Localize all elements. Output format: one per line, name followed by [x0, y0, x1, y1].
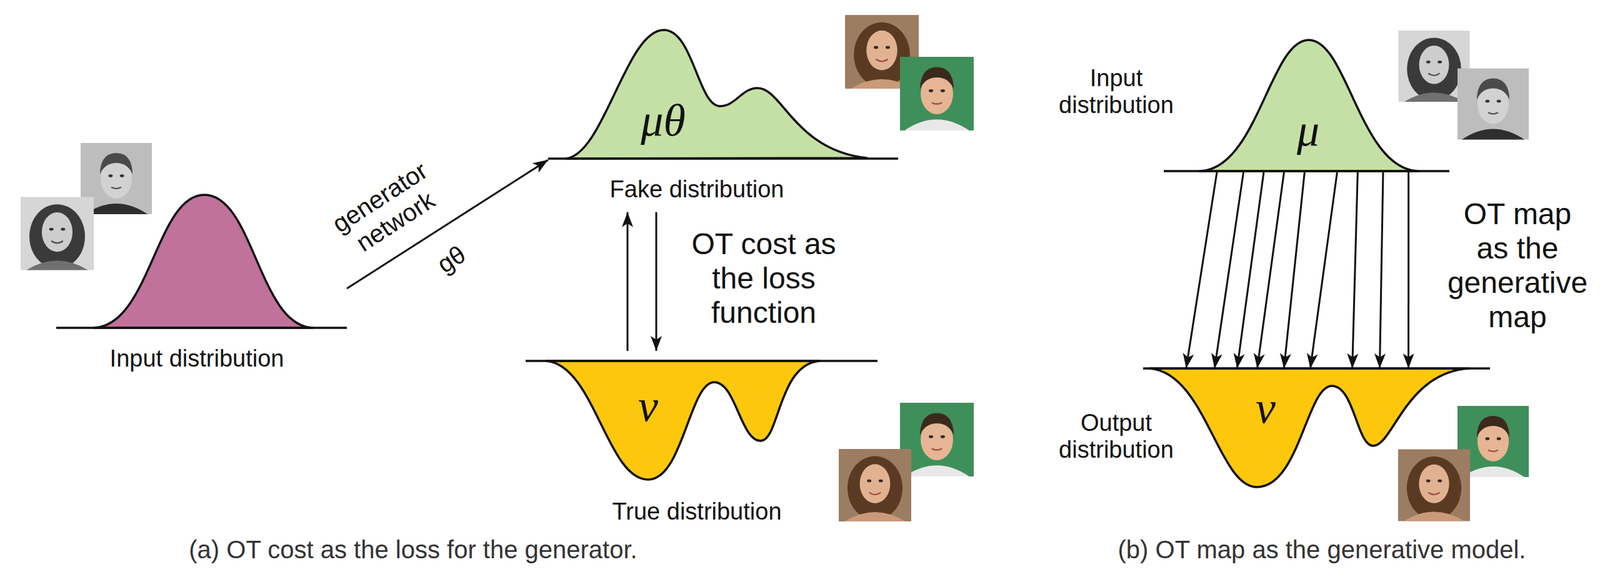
connector-arrow: [627, 212, 629, 352]
distribution-shape: νTrue distribution: [525, 360, 878, 485]
function-label: gθ: [422, 233, 480, 285]
distribution-shape: μθFake distribution: [548, 28, 899, 160]
distribution-label: Input distribution: [1053, 65, 1179, 120]
subfigure-caption: (b) OT map as the generative model.: [1040, 535, 1600, 565]
distribution-label: Output distribution: [1047, 410, 1185, 465]
distribution-shape: μInput distribution: [1163, 38, 1450, 173]
arrow-line: [1380, 172, 1384, 369]
distribution-symbol: ν: [613, 381, 683, 432]
edge-label: OT cost as the loss function: [685, 226, 842, 331]
density-curve: [566, 30, 867, 159]
distribution-label: Input distribution: [65, 345, 329, 374]
transport-map-arrows: [1186, 172, 1409, 369]
distribution-curve: [1143, 367, 1490, 490]
arrow-line: [1236, 172, 1264, 369]
arrow-line: [1283, 172, 1305, 369]
distribution-symbol: μθ: [622, 96, 704, 146]
distribution-curve: [548, 28, 899, 160]
connector-arrow: [656, 212, 657, 352]
distribution-label: Fake distribution: [565, 176, 829, 204]
distribution-shape: Input distribution: [56, 193, 347, 330]
arrow-line: [626, 212, 629, 352]
subfigure-caption: (a) OT cost as the loss for the generato…: [69, 535, 757, 565]
arrow-line: [1352, 172, 1359, 369]
distribution-symbol: ν: [1231, 383, 1300, 434]
density-curve: [93, 195, 313, 329]
arrow-line: [1310, 172, 1338, 369]
density-curve: [546, 361, 820, 480]
face-photo: [1398, 450, 1470, 522]
arrow-line: [1186, 172, 1217, 369]
distribution-symbol: μ: [1273, 106, 1343, 156]
distribution-label: True distribution: [565, 498, 829, 527]
density-curve: [1149, 368, 1470, 488]
distribution-shape: νOutput distribution: [1143, 367, 1490, 490]
axis-baseline: [1143, 367, 1490, 370]
distribution-curve: [56, 193, 347, 330]
face-photo: [900, 56, 974, 131]
axis-baseline: [525, 360, 878, 363]
arrow-line: [1407, 172, 1410, 369]
axis-baseline: [56, 326, 347, 330]
face-photo: [838, 449, 912, 522]
density-curve: [1199, 40, 1419, 172]
axis-baseline: [548, 157, 899, 160]
face-photo: [20, 197, 94, 271]
arrow-line: [1257, 172, 1285, 369]
axis-baseline: [1163, 170, 1450, 173]
arrow-line: [1214, 172, 1244, 369]
edge-label: OT map as the generative map: [1445, 196, 1590, 335]
face-photo: [1457, 68, 1529, 140]
arrow-line: [655, 212, 658, 352]
distribution-curve: [525, 360, 878, 485]
